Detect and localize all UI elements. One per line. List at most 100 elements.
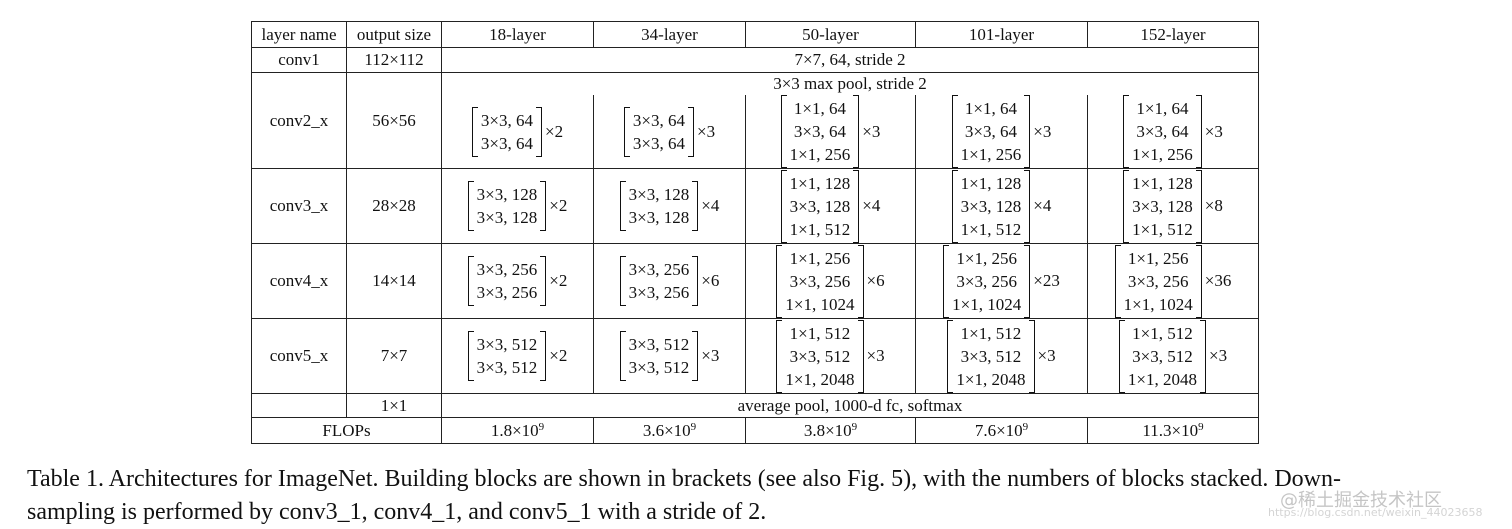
stage-name: conv5_x <box>251 318 347 394</box>
final-output: 1×1 <box>346 393 442 418</box>
block-cell: 1×1, 128 3×3, 128 1×1, 512 ×8 <box>1087 168 1259 244</box>
stage-name: conv4_x <box>251 243 347 319</box>
stage-output: 14×14 <box>346 243 442 319</box>
final-desc: average pool, 1000-d fc, softmax <box>441 393 1259 418</box>
bracket-group: 1×1, 128 3×3, 128 1×1, 512 <box>780 169 860 243</box>
block-layer-line: 1×1, 256 <box>1127 248 1189 268</box>
block-multiplier: ×3 <box>1037 346 1056 365</box>
stage-output: 7×7 <box>346 318 442 394</box>
block-layer-line: 1×1, 256 <box>956 248 1017 268</box>
block-layer-line: 3×3, 256 <box>789 271 851 291</box>
header-18-layer: 18-layer <box>441 21 594 48</box>
block-multiplier: ×23 <box>1033 271 1060 290</box>
block-layer-line: 3×3, 256 <box>628 283 690 302</box>
block-multiplier: ×6 <box>701 271 720 290</box>
header-layer-name: layer name <box>251 21 347 48</box>
block-layer-line: 3×3, 64 <box>793 122 846 141</box>
header-152-layer: 152-layer <box>1087 21 1259 48</box>
block-multiplier: ×3 <box>1033 121 1052 141</box>
stage-name: conv2_x <box>251 72 347 169</box>
bracket-group: 1×1, 128 3×3, 128 1×1, 512 <box>1123 169 1202 243</box>
stage-output: 56×56 <box>346 72 442 169</box>
block-layer-line: 3×3, 512 <box>476 335 538 354</box>
block-layer-line: 1×1, 256 <box>960 145 1022 164</box>
block-layer-line: 3×3, 128 <box>789 196 851 216</box>
final-name <box>251 393 347 418</box>
block-layer-line: 1×1, 128 <box>960 173 1022 193</box>
block-layer-line: 1×1, 512 <box>1132 323 1193 343</box>
block-multiplier: ×36 <box>1204 271 1232 290</box>
block-layer-line: 3×3, 64 <box>480 110 533 130</box>
block-layer-line: 1×1, 1024 <box>952 294 1022 314</box>
header-row: layer name output size 18-layer 34-layer… <box>251 21 1259 48</box>
block-layer-line: 1×1, 256 <box>789 145 851 164</box>
block-multiplier: ×3 <box>866 346 885 365</box>
flops-exponent: 9 <box>538 420 545 433</box>
flops-value: 11.3×109 <box>1087 417 1259 444</box>
final-row: 1×1 average pool, 1000-d fc, softmax <box>251 393 1259 418</box>
block-layer-line: 1×1, 2048 <box>956 369 1026 389</box>
block-layer-line: 3×3, 64 <box>480 133 533 153</box>
watermark-url: https://blog.csdn.net/weixin_44023658 <box>1268 506 1483 519</box>
flops-value: 1.8×109 <box>441 417 594 444</box>
block-layer-line: 3×3, 64 <box>632 133 685 153</box>
flops-value: 3.8×109 <box>745 417 916 444</box>
block-layer-line: 3×3, 128 <box>1132 196 1193 216</box>
block-multiplier: ×8 <box>1204 196 1223 215</box>
caption-line-2: sampling is performed by conv3_1, conv4_… <box>27 499 767 525</box>
block-layer-line: 1×1, 64 <box>793 99 846 118</box>
block-multiplier: ×3 <box>697 121 716 141</box>
flops-label: FLOPs <box>251 417 442 444</box>
flops-value: 7.6×109 <box>915 417 1088 444</box>
bracket-group: 1×1, 256 3×3, 256 1×1, 1024 <box>943 244 1031 318</box>
block-layer-line: 3×3, 512 <box>960 346 1022 366</box>
block-layer-line: 1×1, 128 <box>789 173 851 193</box>
block-layer-line: 3×3, 256 <box>1127 271 1189 291</box>
block-layer-line: 1×1, 512 <box>960 219 1022 239</box>
block-multiplier: ×2 <box>549 271 568 290</box>
block-layer-line: 1×1, 1024 <box>785 294 855 314</box>
block-layer-line: 1×1, 512 <box>1132 219 1193 239</box>
block-multiplier: ×6 <box>866 271 885 290</box>
block-layer-line: 3×3, 128 <box>628 208 690 227</box>
block-layer-line: 1×1, 2048 <box>1127 369 1197 389</box>
block-layer-line: 1×1, 256 <box>1132 145 1193 164</box>
block-layer-line: 1×1, 128 <box>1132 173 1193 193</box>
block-layer-line: 3×3, 512 <box>628 358 690 377</box>
block-multiplier: ×4 <box>701 196 720 215</box>
block-layer-line: 1×1, 512 <box>789 219 851 239</box>
block-multiplier: ×2 <box>545 121 564 141</box>
flops-exponent: 9 <box>1198 420 1204 433</box>
flops-exponent: 9 <box>1022 420 1029 433</box>
flops-mantissa: 11.3×10 <box>1142 420 1199 440</box>
block-layer-line: 3×3, 256 <box>956 271 1017 291</box>
